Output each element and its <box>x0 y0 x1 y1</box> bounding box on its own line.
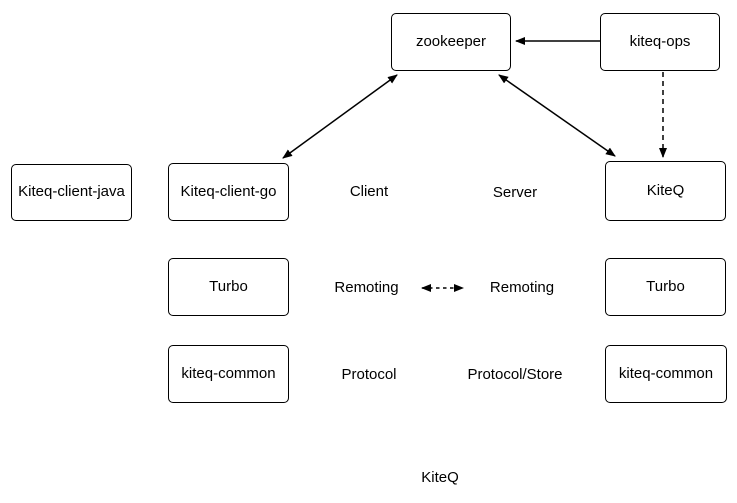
arrow-zookeeper-clientgo <box>282 74 398 159</box>
kiteq-ops-node: kiteq-ops <box>600 13 720 71</box>
turbo-right-node: Turbo <box>605 258 726 316</box>
kiteq-node: KiteQ <box>605 161 726 221</box>
kiteq-ops-label: kiteq-ops <box>629 32 691 50</box>
zookeeper-node: zookeeper <box>391 13 511 71</box>
zookeeper-label: zookeeper <box>415 32 487 50</box>
kiteq-client-go-label: Kiteq-client-go <box>180 182 277 200</box>
protocol-store-label: Protocol/Store <box>467 366 563 383</box>
kiteq-common-right-node: kiteq-common <box>605 345 727 403</box>
client-label: Client <box>349 183 389 200</box>
remoting-right-label: Remoting <box>489 279 555 296</box>
kiteq-label: KiteQ <box>646 181 685 199</box>
kiteq-client-java-label: Kiteq-client-java <box>18 183 125 201</box>
turbo-left-node: Turbo <box>168 258 289 316</box>
remoting-left-label: Remoting <box>334 279 399 296</box>
kiteq-common-left-label: kiteq-common <box>181 364 276 382</box>
kiteq-client-java-node: Kiteq-client-java <box>11 164 132 221</box>
turbo-left-label: Turbo <box>209 277 248 295</box>
protocol-label: Protocol <box>341 366 397 383</box>
kiteq-client-go-node: Kiteq-client-go <box>168 163 289 221</box>
arrow-zookeeper-kiteq <box>498 74 616 157</box>
kiteq-common-left-node: kiteq-common <box>168 345 289 403</box>
server-label: Server <box>492 184 538 201</box>
turbo-right-label: Turbo <box>646 277 685 295</box>
diagram-caption: KiteQ <box>421 469 459 486</box>
kiteq-common-right-label: kiteq-common <box>618 364 714 382</box>
